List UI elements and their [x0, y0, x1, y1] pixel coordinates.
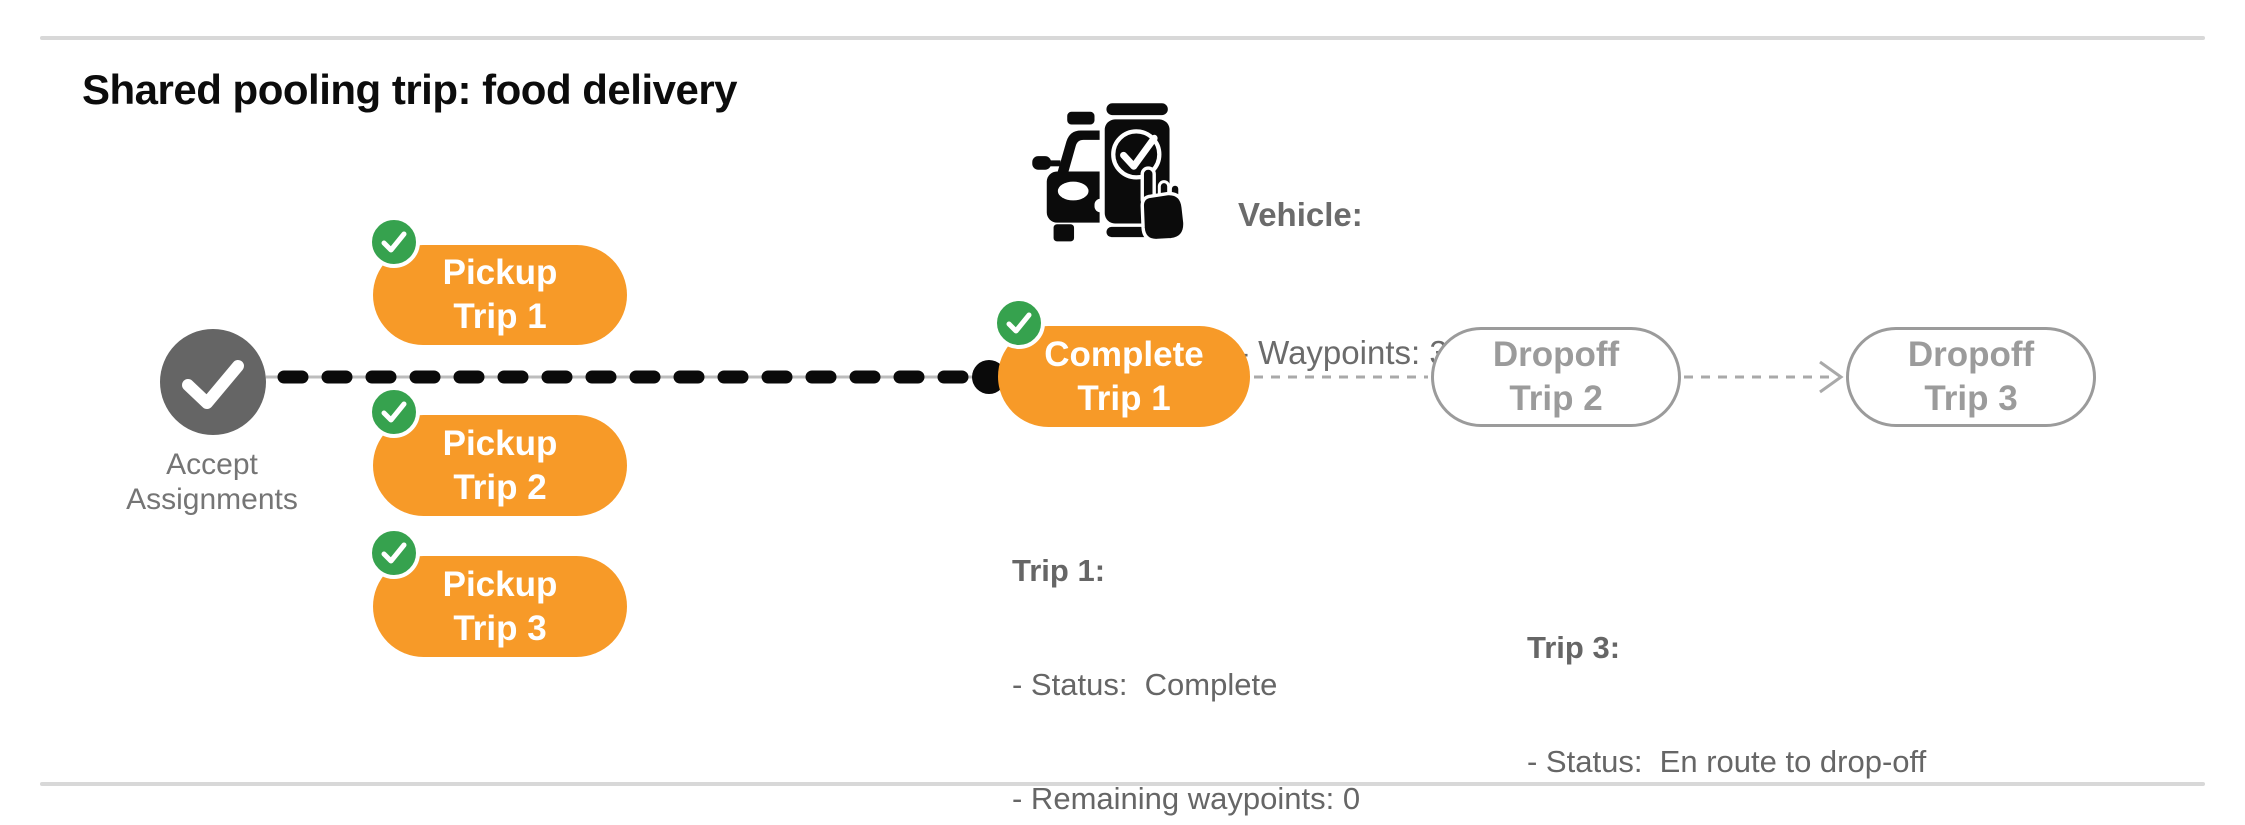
pickup2-line1: Pickup — [442, 423, 558, 463]
dropoff3-line1: Dropoff — [1907, 335, 2035, 374]
pickup1-line1: Pickup — [442, 253, 558, 292]
trip1-waypoints: - Remaining waypoints: 0 — [1012, 781, 1361, 816]
vehicle-label: Vehicle: — [1238, 196, 1363, 233]
trip1-status: - Status: Complete — [1012, 667, 1278, 702]
pickup3-line2: Trip 3 — [453, 608, 547, 648]
trip-status-block-1: Trip 1: - Status: Complete - Remaining w… — [1012, 476, 1411, 825]
vehicle-info: Vehicle: - Waypoints: 3 — [1238, 100, 1448, 468]
node-dropoff-trip-2: Dropoff Trip 2 — [1431, 327, 1681, 427]
vehicle-waypoints: - Waypoints: 3 — [1238, 334, 1448, 371]
trip3-status: - Status: En route to drop-off — [1527, 744, 1927, 779]
bottom-divider — [40, 782, 2205, 786]
check-badge-icon — [368, 527, 420, 579]
complete-line2: Trip 1 — [1077, 378, 1171, 418]
dropoff2-line1: Dropoff — [1492, 335, 1620, 374]
node-pickup-trip-2: Pickup Trip 2 — [373, 415, 627, 516]
accept-label-line1: Accept — [166, 448, 258, 481]
pickup1-line2: Trip 1 — [453, 297, 547, 336]
arrowhead-icon — [1819, 360, 1844, 394]
accept-assignments-node — [160, 329, 266, 435]
accept-label-line2: Assignments — [126, 483, 298, 516]
node-complete-trip-1: Complete Trip 1 — [998, 326, 1250, 427]
trip-status-block-2: Trip 3: - Status: En route to drop-off -… — [1527, 553, 1926, 825]
dropoff2-line2: Trip 2 — [1509, 379, 1603, 418]
trip3-header: Trip 3: — [1527, 630, 1621, 665]
pickup3-line1: Pickup — [442, 564, 558, 604]
complete-line1: Complete — [1044, 334, 1204, 374]
top-divider — [40, 36, 2205, 40]
page-title: Shared pooling trip: food delivery — [82, 66, 738, 113]
pickup2-line2: Trip 2 — [453, 467, 547, 507]
checkmark-icon — [182, 360, 244, 409]
check-badge-icon — [368, 216, 420, 268]
node-pickup-trip-1: Pickup Trip 1 — [373, 245, 627, 345]
car-phone-check-icon — [1032, 96, 1187, 244]
node-dropoff-trip-3: Dropoff Trip 3 — [1846, 327, 2096, 427]
check-badge-icon — [368, 386, 420, 438]
check-badge-icon — [993, 297, 1045, 349]
trip1-header: Trip 1: — [1012, 553, 1106, 588]
accept-assignments-label: Accept Assignments — [62, 447, 362, 517]
dropoff3-line2: Trip 3 — [1924, 379, 2018, 418]
node-pickup-trip-3: Pickup Trip 3 — [373, 556, 627, 657]
